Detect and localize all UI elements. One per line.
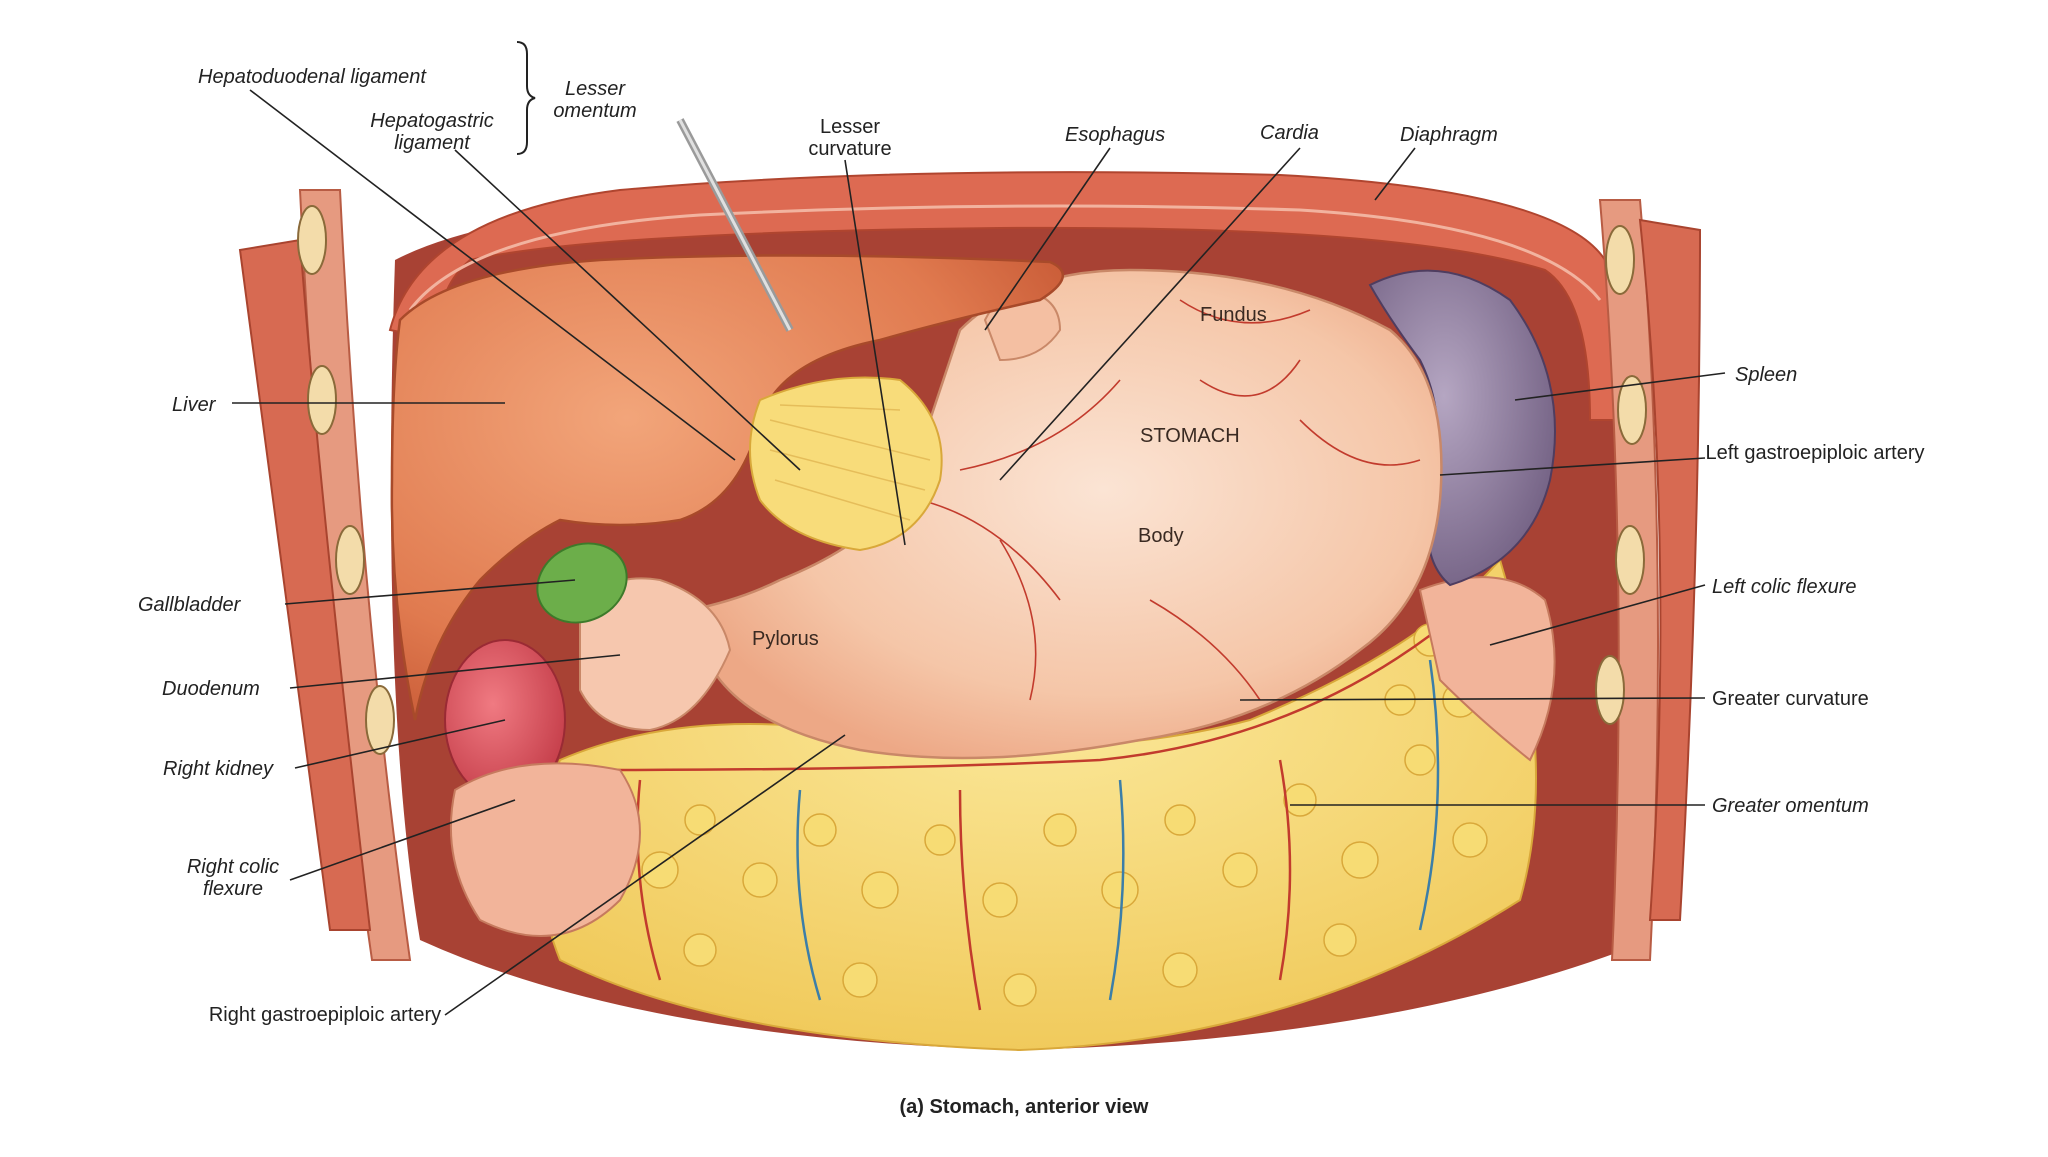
label-liver: Liver xyxy=(172,394,216,416)
label-duodenum: Duodenum xyxy=(162,678,260,700)
figure-caption: (a) Stomach, anterior view xyxy=(899,1096,1149,1118)
label-esophagus: Esophagus xyxy=(1065,124,1166,146)
label-right-kidney: Right kidney xyxy=(163,758,274,780)
label-stomach: STOMACH xyxy=(1140,425,1240,447)
label-fundus: Fundus xyxy=(1200,304,1267,326)
label-diaphragm: Diaphragm xyxy=(1400,124,1498,146)
label-spleen: Spleen xyxy=(1735,364,1798,386)
lesser-omentum-brace xyxy=(516,41,536,155)
omental-vessels xyxy=(599,619,1451,1011)
label-lesser-omentum: Lesser omentum xyxy=(553,78,637,122)
label-left-gastroepiploic-artery: Left gastroepiploic artery xyxy=(1705,442,1925,464)
label-greater-omentum: Greater omentum xyxy=(1712,795,1869,817)
label-gallbladder: Gallbladder xyxy=(138,594,241,616)
spleen xyxy=(1368,269,1556,587)
label-lesser-curvature: Lesser curvature xyxy=(808,116,892,160)
stomach xyxy=(688,268,1443,760)
label-cardia: Cardia xyxy=(1260,122,1319,144)
gastric-vessels xyxy=(919,299,1421,701)
label-hepatoduodenal-ligament: Hepatoduodenal ligament xyxy=(198,66,426,88)
label-left-colic-flexure: Left colic flexure xyxy=(1712,576,1857,598)
label-right-gastroepiploic-artery: Right gastroepiploic artery xyxy=(208,1004,442,1026)
retractor-probe-highlight xyxy=(678,119,792,331)
lesser-omentum-striations xyxy=(769,404,931,521)
lesser-omentum xyxy=(749,376,943,552)
gallbladder xyxy=(536,542,628,624)
left-colic-flexure xyxy=(1418,576,1556,762)
rib-sections xyxy=(297,205,1647,755)
leader-lines xyxy=(232,89,1726,1016)
label-greater-curvature: Greater curvature xyxy=(1712,688,1869,710)
left-wall-muscle xyxy=(1638,218,1702,921)
label-right-colic-flexure: Right colic flexure xyxy=(186,856,280,900)
diaphragm-striation xyxy=(408,204,1602,311)
label-hepatogastric-ligament: Hepatogastric ligament xyxy=(370,110,494,154)
label-pylorus: Pylorus xyxy=(752,628,819,650)
label-body: Body xyxy=(1138,525,1184,547)
duodenum xyxy=(579,577,732,732)
